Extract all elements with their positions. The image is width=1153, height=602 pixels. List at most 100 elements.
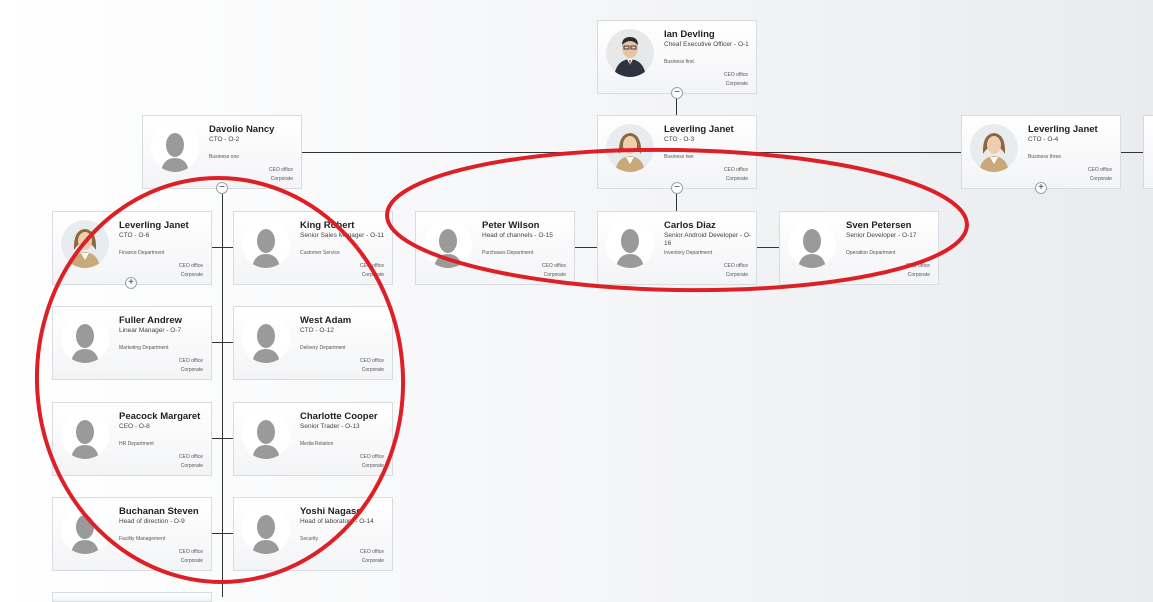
employee-role: CTO - O-12 — [300, 327, 334, 334]
employee-name: Buchanan Steven — [119, 506, 199, 517]
employee-role: Head of laboratory - O-14 — [300, 518, 374, 525]
office-label: CEO office — [723, 263, 748, 269]
employee-role: CTO - O-3 — [664, 136, 695, 143]
employee-role: Senior Developer - O-17 — [846, 232, 917, 239]
org-card-ian-devling[interactable]: Ian Devling Cheaf Executive Officer - O-… — [597, 20, 757, 94]
org-card-leverling-janet-o6[interactable]: Leverling Janet CTO - O-6 Finance Depart… — [52, 211, 212, 285]
office-label: CEO office — [723, 72, 748, 78]
office-label: CEO office — [723, 167, 748, 173]
corporate-label: Corporate — [180, 367, 203, 373]
employee-name: Charlotte Cooper — [300, 411, 378, 422]
office-label: CEO office — [268, 167, 293, 173]
avatar — [242, 315, 290, 363]
person-silhouette-icon — [242, 506, 290, 554]
org-card-partial-bottom[interactable] — [52, 592, 212, 602]
org-card-charlotte-cooper[interactable]: Charlotte Cooper Senior Trader - O-13 Me… — [233, 402, 393, 476]
employee-role: Senior Trader - O-13 — [300, 423, 360, 430]
connector-line — [212, 438, 234, 439]
employee-role: CTO - O-4 — [1028, 136, 1059, 143]
collapse-toggle[interactable]: − — [216, 182, 228, 194]
avatar — [424, 220, 472, 268]
connector-line — [212, 247, 234, 248]
avatar — [242, 411, 290, 459]
avatar — [61, 411, 109, 459]
corporate-label: Corporate — [1089, 176, 1112, 182]
office-label: CEO office — [178, 454, 203, 460]
person-silhouette-icon — [242, 220, 290, 268]
connector-line — [1121, 152, 1143, 153]
corporate-label: Corporate — [361, 367, 384, 373]
org-card-king-robert[interactable]: King Robert Senior Sales Manager - O-11 … — [233, 211, 393, 285]
connector-line — [212, 342, 234, 343]
employee-department: Business three — [1028, 154, 1062, 160]
corporate-label: Corporate — [725, 272, 748, 278]
org-card-peacock-margaret[interactable]: Peacock Margaret CEO - O-8 HR Department… — [52, 402, 212, 476]
employee-role: Head of channels - O-15 — [482, 232, 553, 239]
org-card-carlos-diaz[interactable]: Carlos Diaz Senior Android Developer - O… — [597, 211, 757, 285]
org-card-west-adam[interactable]: West Adam CTO - O-12 Delivery Department… — [233, 306, 393, 380]
employee-name: Davolio Nancy — [209, 124, 275, 135]
expand-toggle[interactable]: + — [1035, 182, 1047, 194]
employee-name: Yoshi Nagase — [300, 506, 362, 517]
expand-toggle[interactable]: + — [125, 277, 137, 289]
office-label: CEO office — [359, 263, 384, 269]
employee-name: Leverling Janet — [119, 220, 189, 231]
employee-department: Security — [300, 536, 319, 542]
employee-name: Leverling Janet — [1028, 124, 1098, 135]
office-label: CEO office — [178, 358, 203, 364]
profile-photo — [606, 124, 654, 172]
employee-name: Leverling Janet — [664, 124, 734, 135]
employee-name: Fuller Andrew — [119, 315, 182, 326]
corporate-label: Corporate — [361, 463, 384, 469]
collapse-toggle[interactable]: − — [671, 87, 683, 99]
office-label: CEO office — [359, 358, 384, 364]
employee-role: Senior Android Developer - O-16 — [664, 232, 752, 247]
org-card-leverling-janet-o4[interactable]: Leverling Janet CTO - O-4 Business three… — [961, 115, 1121, 189]
employee-role: Cheaf Executive Officer - O-1 — [664, 41, 749, 48]
employee-name: West Adam — [300, 315, 352, 326]
connector-line — [676, 93, 677, 115]
office-label: CEO office — [541, 263, 566, 269]
person-silhouette-icon — [606, 220, 654, 268]
org-card-yoshi-nagase[interactable]: Yoshi Nagase Head of laboratory - O-14 S… — [233, 497, 393, 571]
connector-line — [212, 533, 234, 534]
person-silhouette-icon — [788, 220, 836, 268]
connector-line — [222, 189, 223, 597]
person-silhouette-icon — [242, 315, 290, 363]
avatar — [606, 29, 654, 77]
connector-line — [757, 247, 779, 248]
profile-photo — [61, 220, 109, 268]
corporate-label: Corporate — [180, 463, 203, 469]
avatar — [788, 220, 836, 268]
avatar — [151, 124, 199, 172]
avatar — [242, 220, 290, 268]
org-card-leverling-janet-o3[interactable]: Leverling Janet CTO - O-3 Business two C… — [597, 115, 757, 189]
corporate-label: Corporate — [180, 558, 203, 564]
org-card-peter-wilson[interactable]: Peter Wilson Head of channels - O-15 Pur… — [415, 211, 575, 285]
org-card-davolio-nancy[interactable]: Davolio Nancy CTO - O-2 Business one CEO… — [142, 115, 302, 189]
org-card-sven-petersen[interactable]: Sven Petersen Senior Developer - O-17 Op… — [779, 211, 939, 285]
office-label: CEO office — [1087, 167, 1112, 173]
org-card-partial[interactable] — [1143, 115, 1153, 189]
employee-department: Inventory Department — [664, 250, 713, 256]
employee-department: Purchases Department — [482, 250, 534, 256]
org-card-fuller-andrew[interactable]: Fuller Andrew Linear Manager - O-7 Marke… — [52, 306, 212, 380]
corporate-label: Corporate — [361, 558, 384, 564]
employee-name: Ian Devling — [664, 29, 715, 40]
office-label: CEO office — [359, 454, 384, 460]
avatar — [61, 315, 109, 363]
org-card-buchanan-steven[interactable]: Buchanan Steven Head of direction - O-9 … — [52, 497, 212, 571]
corporate-label: Corporate — [725, 176, 748, 182]
employee-name: Peter Wilson — [482, 220, 540, 231]
employee-department: Finance Department — [119, 250, 165, 256]
collapse-toggle[interactable]: − — [671, 182, 683, 194]
employee-name: Sven Petersen — [846, 220, 912, 231]
person-silhouette-icon — [242, 411, 290, 459]
avatar — [61, 220, 109, 268]
employee-role: Senior Sales Manager - O-11 — [300, 232, 385, 239]
profile-photo — [970, 124, 1018, 172]
employee-role: CEO - O-8 — [119, 423, 150, 430]
corporate-label: Corporate — [361, 272, 384, 278]
office-label: CEO office — [905, 263, 930, 269]
employee-department: Customer Service — [300, 250, 340, 256]
